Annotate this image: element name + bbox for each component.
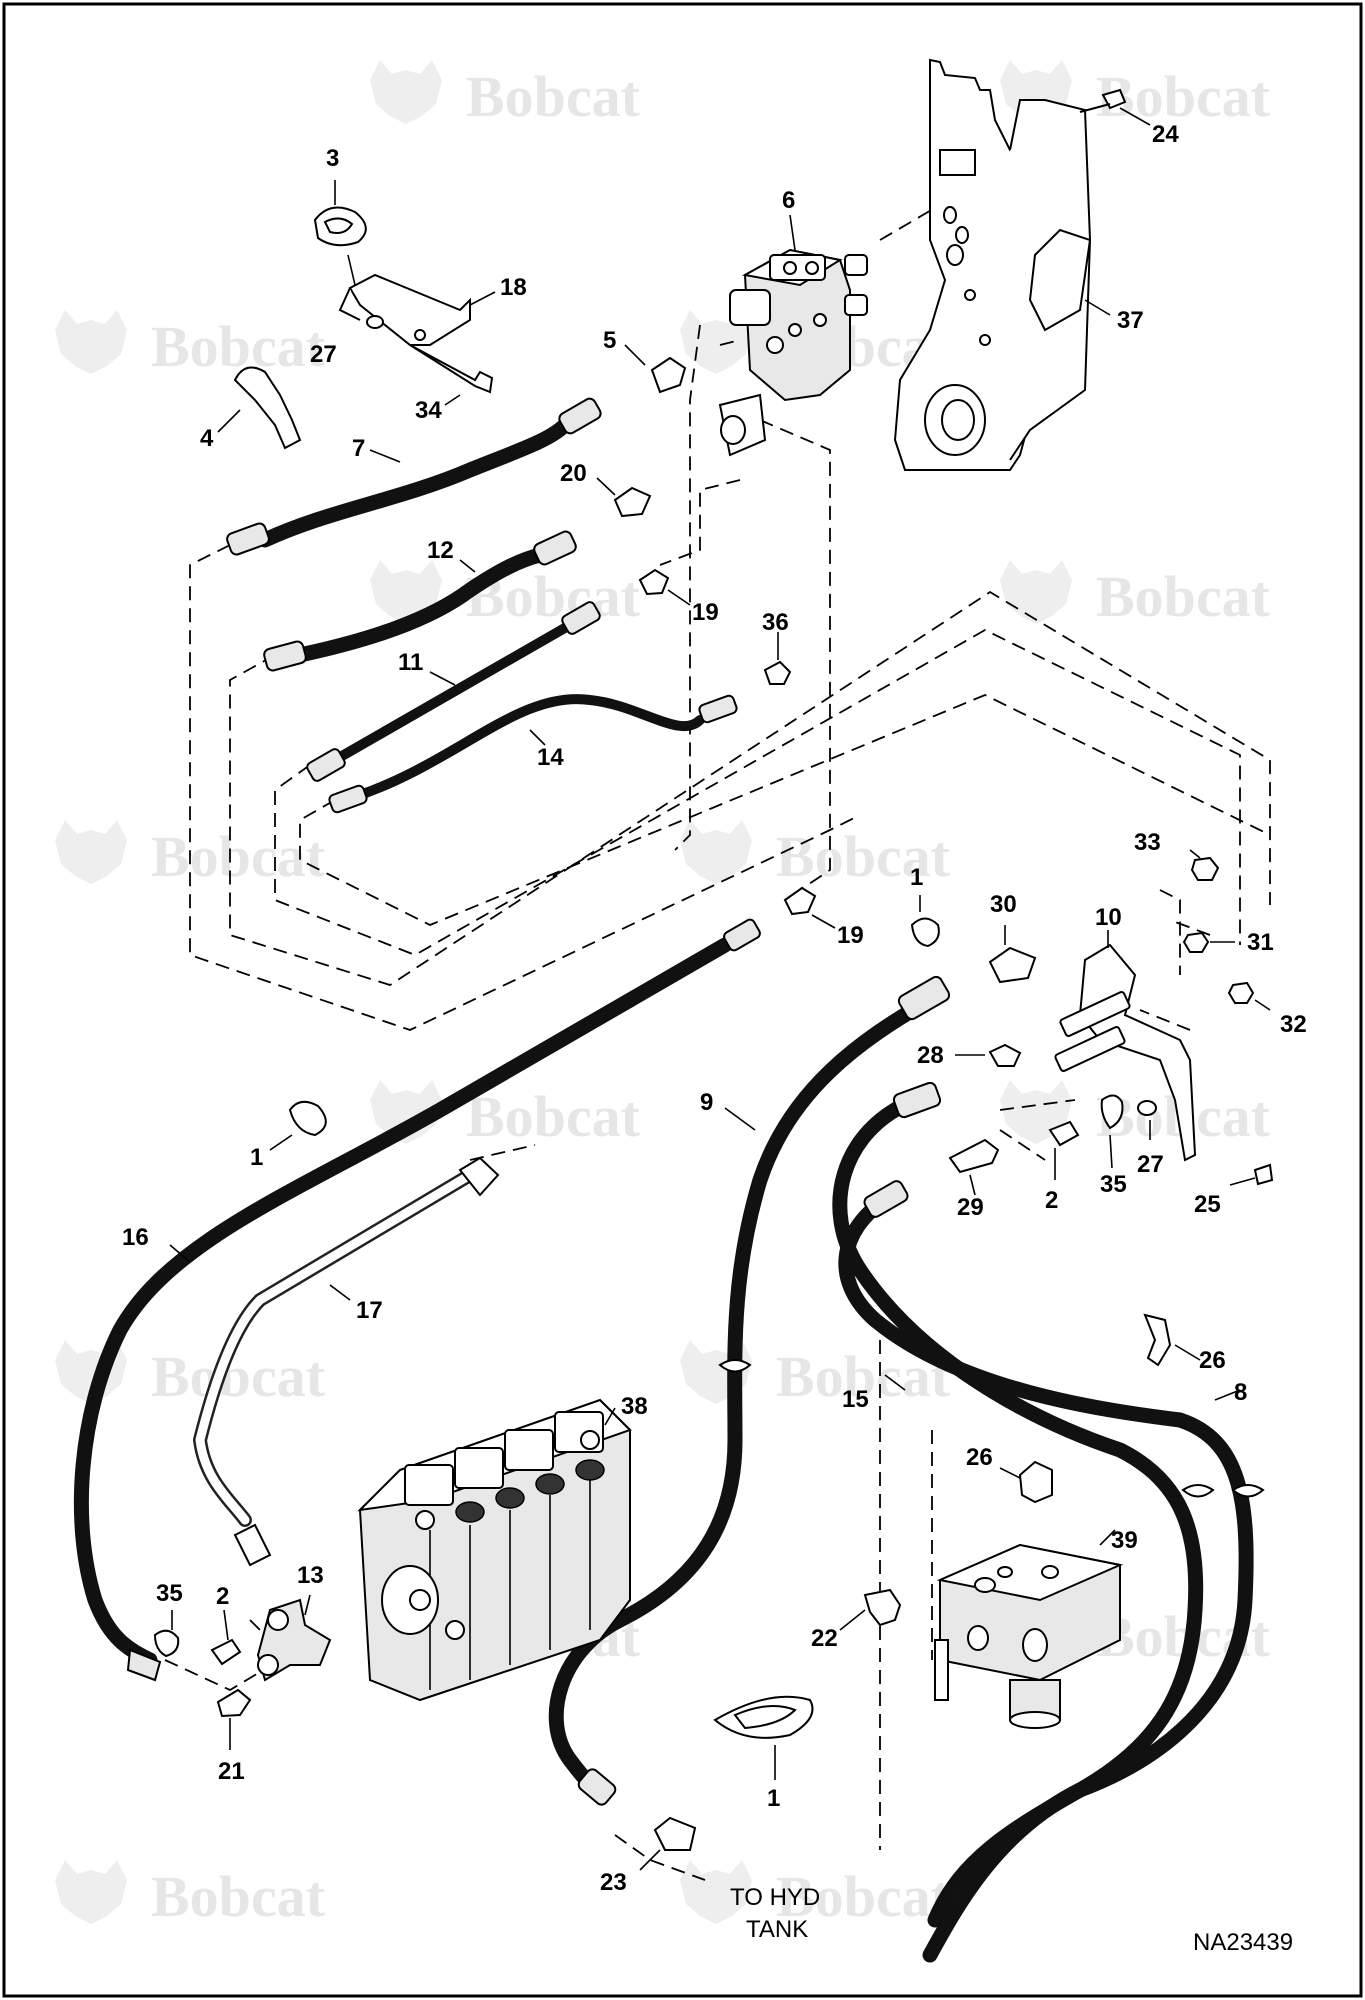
bracket-10-assembly bbox=[910, 849, 1274, 1196]
callout-8: 8 bbox=[1234, 1379, 1247, 1406]
hose-16 bbox=[73, 918, 761, 1682]
drawing-id: NA23439 bbox=[1193, 1929, 1293, 1956]
callout-13: 13 bbox=[297, 1562, 324, 1589]
callout-1b: 1 bbox=[250, 1144, 263, 1171]
callout-1a: 1 bbox=[910, 864, 923, 891]
hose-9 bbox=[548, 975, 951, 1806]
callout-7: 7 bbox=[352, 435, 365, 462]
callout-35a: 35 bbox=[156, 1580, 183, 1607]
callout-12: 12 bbox=[427, 537, 454, 564]
callout-5: 5 bbox=[603, 327, 616, 354]
callout-19b: 19 bbox=[837, 922, 864, 949]
callout-38: 38 bbox=[621, 1393, 648, 1420]
callout-28: 28 bbox=[917, 1042, 944, 1069]
callout-33: 33 bbox=[1134, 829, 1161, 856]
callout-4: 4 bbox=[200, 425, 214, 452]
callout-20: 20 bbox=[560, 460, 587, 487]
callout-37: 37 bbox=[1117, 307, 1144, 334]
callout-26a: 26 bbox=[1199, 1347, 1226, 1374]
callout-26b: 26 bbox=[966, 1444, 993, 1471]
callout-22: 22 bbox=[811, 1625, 838, 1652]
callout-32: 32 bbox=[1280, 1011, 1307, 1038]
control-valve-38 bbox=[357, 1398, 632, 1702]
mount-plate-37 bbox=[893, 58, 1111, 471]
aux-valve-39 bbox=[934, 1529, 1124, 1729]
small-hardware-top bbox=[217, 88, 1151, 929]
callout-23: 23 bbox=[600, 1869, 627, 1896]
callout-18: 18 bbox=[500, 274, 527, 301]
callout-10: 10 bbox=[1095, 904, 1122, 931]
callout-1c: 1 bbox=[767, 1785, 780, 1812]
callout-labels: 3 6 24 18 27 5 37 34 4 7 20 12 19 36 11 … bbox=[122, 121, 1307, 1896]
callout-25: 25 bbox=[1194, 1191, 1221, 1218]
callout-11: 11 bbox=[398, 649, 423, 676]
callout-31: 31 bbox=[1247, 929, 1274, 956]
diagram-notes: TO HYD TANK NA23439 bbox=[730, 1884, 1293, 1956]
callout-2b: 2 bbox=[1045, 1187, 1058, 1214]
callout-3: 3 bbox=[326, 145, 339, 172]
tank-note-line2: TANK bbox=[746, 1916, 808, 1943]
callout-17: 17 bbox=[356, 1297, 383, 1324]
callout-21: 21 bbox=[218, 1758, 245, 1785]
tube-17 bbox=[193, 1156, 500, 1567]
small-hardware-bottom bbox=[153, 1100, 1201, 1871]
callout-14: 14 bbox=[537, 744, 564, 771]
callout-16: 16 bbox=[122, 1224, 149, 1251]
tank-note-line1: TO HYD bbox=[730, 1884, 820, 1911]
hoses-top bbox=[226, 397, 738, 814]
callout-19a: 19 bbox=[692, 599, 719, 626]
callout-24: 24 bbox=[1152, 121, 1179, 148]
watermark-logo: Bobcat bbox=[370, 60, 641, 129]
callout-35b: 35 bbox=[1100, 1171, 1127, 1198]
callout-27a: 27 bbox=[310, 341, 337, 368]
callout-30: 30 bbox=[990, 891, 1017, 918]
valve-block-6 bbox=[718, 214, 868, 457]
callout-6: 6 bbox=[782, 187, 795, 214]
callout-27b: 27 bbox=[1137, 1151, 1164, 1178]
hose-8 bbox=[838, 1180, 1265, 1963]
callout-9: 9 bbox=[700, 1089, 713, 1116]
watermark-text: Bobcat bbox=[466, 64, 641, 129]
callout-34: 34 bbox=[415, 397, 442, 424]
watermark-layer: Bobcat bbox=[55, 60, 1271, 1929]
callout-15: 15 bbox=[842, 1386, 869, 1413]
callout-39: 39 bbox=[1111, 1527, 1138, 1554]
callout-36: 36 bbox=[762, 609, 789, 636]
callout-29: 29 bbox=[957, 1194, 984, 1221]
callout-2a: 2 bbox=[216, 1583, 229, 1610]
